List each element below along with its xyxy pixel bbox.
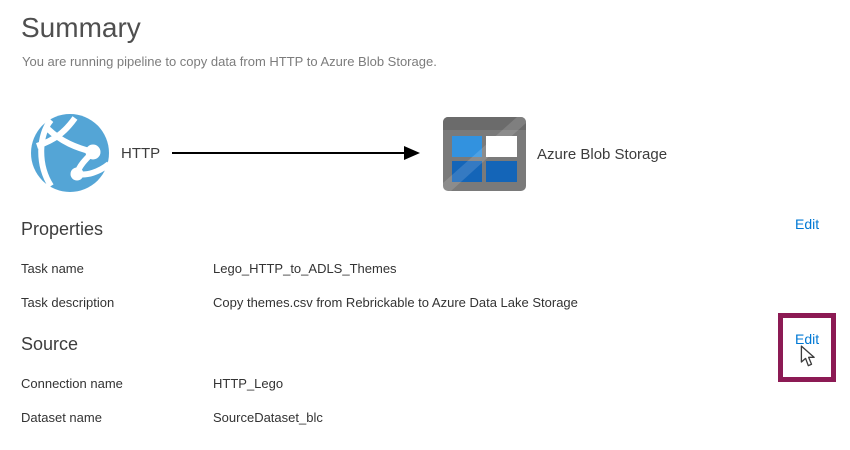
destination-node-label: Azure Blob Storage — [537, 146, 668, 163]
flow-arrow-head — [404, 146, 420, 160]
mouse-cursor-icon — [800, 345, 815, 367]
source-node-label: HTTP — [121, 145, 161, 162]
task-name-value: Lego_HTTP_to_ADLS_Themes — [213, 261, 397, 276]
source-edit-link[interactable]: Edit — [795, 331, 820, 347]
flow-arrow-line — [172, 152, 405, 154]
properties-edit-link[interactable]: Edit — [795, 216, 820, 232]
connection-name-value: HTTP_Lego — [213, 376, 284, 391]
task-name-label: Task name — [21, 261, 84, 276]
task-description-value: Copy themes.csv from Rebrickable to Azur… — [213, 295, 578, 310]
properties-heading: Properties — [21, 219, 104, 239]
connection-name-label: Connection name — [21, 376, 123, 391]
task-description-label: Task description — [21, 295, 115, 310]
azure-blob-storage-icon — [443, 117, 526, 191]
page-subtitle: You are running pipeline to copy data fr… — [22, 54, 437, 69]
source-heading: Source — [21, 334, 79, 354]
page-title: Summary — [21, 12, 141, 43]
http-globe-icon — [31, 114, 109, 192]
dataset-name-label: Dataset name — [21, 410, 102, 425]
dataset-name-value: SourceDataset_blc — [213, 410, 323, 425]
